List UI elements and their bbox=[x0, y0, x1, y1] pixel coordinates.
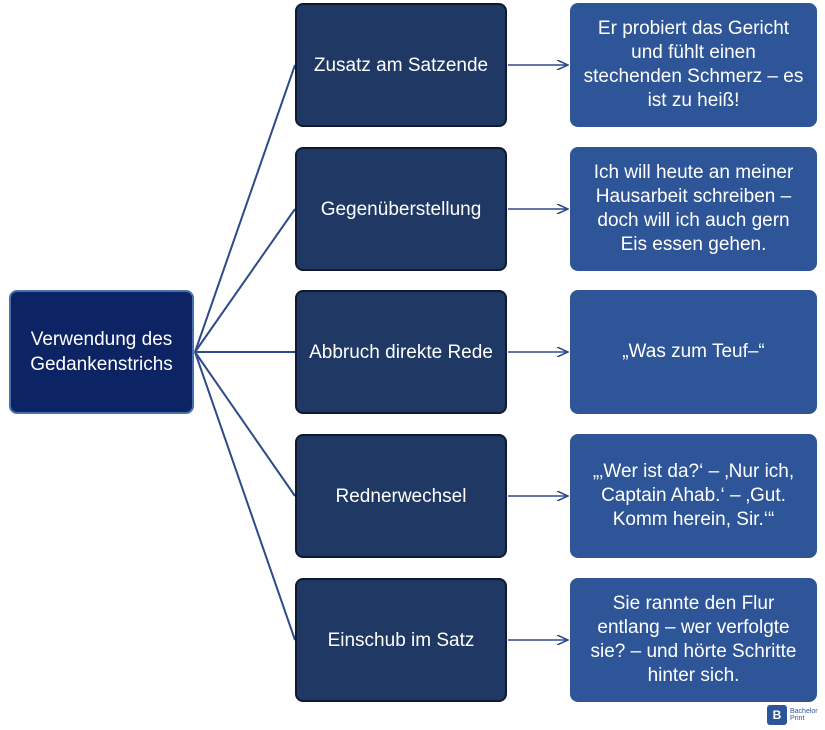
book-icon: B bbox=[767, 705, 787, 725]
category-node-gegenueberstellung: Gegenüberstellung bbox=[295, 147, 507, 271]
brand-wordmark: Bachelor Print bbox=[790, 708, 818, 722]
example-node-einschub: Sie rannte den Flur entlang – wer verfol… bbox=[570, 578, 817, 702]
category-node-rednerwechsel: Rednerwechsel bbox=[295, 434, 507, 558]
category-node-einschub: Einschub im Satz bbox=[295, 578, 507, 702]
example-text: „‚Wer ist da?‘ – ‚Nur ich, Captain Ahab.… bbox=[592, 461, 795, 530]
example-node-abbruch: „Was zum Teuf–“ bbox=[570, 290, 817, 414]
category-label: Einschub im Satz bbox=[327, 629, 475, 651]
category-label: Rednerwechsel bbox=[335, 485, 467, 507]
category-node-abbruch: Abbruch direkte Rede bbox=[295, 290, 507, 414]
connector-root-to-cat-4 bbox=[194, 351, 296, 497]
example-text: „Was zum Teuf–“ bbox=[622, 341, 765, 362]
connector-root-to-cat-1 bbox=[194, 64, 296, 353]
category-label: Zusatz am Satzende bbox=[313, 54, 489, 76]
example-text: Ich will heute an meiner Hausarbeit schr… bbox=[593, 162, 794, 255]
example-text: Sie rannte den Flur entlang – wer verfol… bbox=[590, 593, 797, 686]
example-text: Er probiert das Gericht und fühlt einen … bbox=[583, 18, 804, 111]
root-label: Verwendung des Gedankenstrichs bbox=[30, 329, 173, 375]
brand-logo: B Bachelor Print bbox=[767, 704, 823, 726]
example-node-gegenueberstellung: Ich will heute an meiner Hausarbeit schr… bbox=[570, 147, 817, 271]
category-label: Gegenüberstellung bbox=[320, 198, 482, 220]
category-label: Abbruch direkte Rede bbox=[309, 341, 493, 363]
connector-root-to-cat-5 bbox=[194, 351, 296, 641]
connector-root-to-cat-2 bbox=[194, 208, 296, 353]
example-node-zusatz: Er probiert das Gericht und fühlt einen … bbox=[570, 3, 817, 127]
category-node-zusatz: Zusatz am Satzende bbox=[295, 3, 507, 127]
root-node: Verwendung des Gedankenstrichs bbox=[9, 290, 194, 414]
example-node-rednerwechsel: „‚Wer ist da?‘ – ‚Nur ich, Captain Ahab.… bbox=[570, 434, 817, 558]
